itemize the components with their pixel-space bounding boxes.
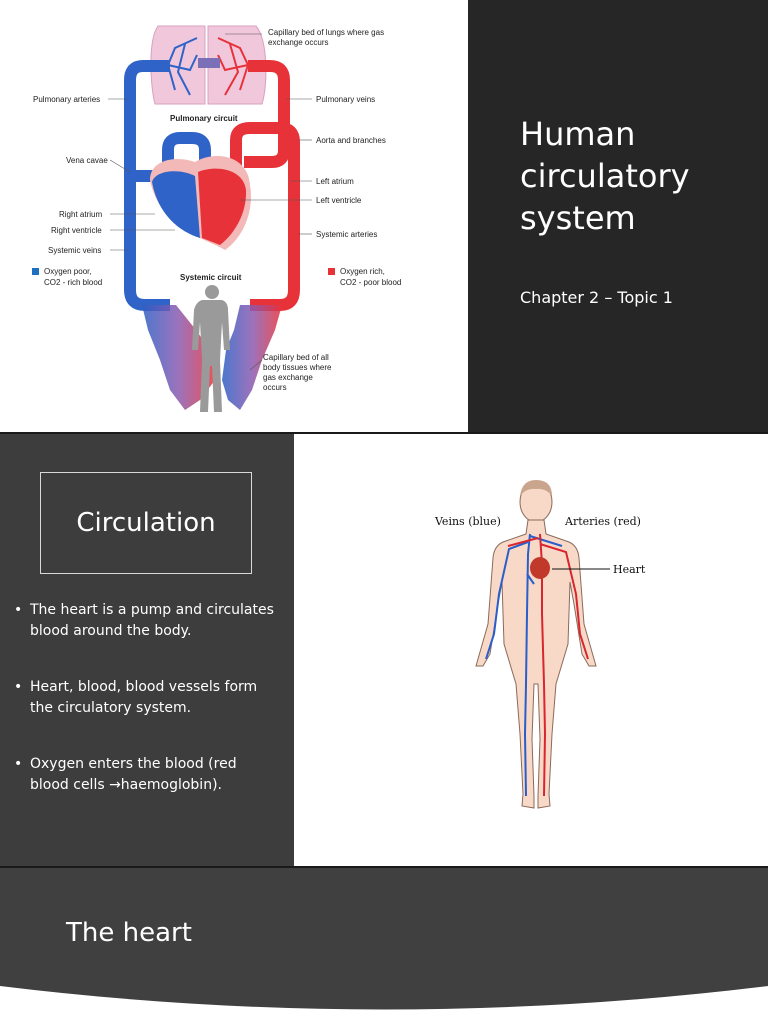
bullet-text: The heart is a pump and circulates blood… bbox=[30, 602, 274, 639]
bullet-item: • The heart is a pump and circulates bloo… bbox=[14, 600, 274, 642]
legend-oxygen-poor-line1: Oxygen poor, bbox=[44, 267, 92, 276]
label-right-ventricle: Right ventricle bbox=[51, 226, 102, 235]
label-pulmonary-circuit: Pulmonary circuit bbox=[170, 114, 238, 123]
label-systemic-arteries: Systemic arteries bbox=[316, 230, 378, 239]
bullet-item: • Oxygen enters the blood (red blood cell… bbox=[14, 754, 274, 796]
the-heart-title: The heart bbox=[66, 918, 192, 948]
slide-circulation: Circulation • The heart is a pump and cir… bbox=[0, 434, 768, 866]
oxygen-poor-swatch bbox=[32, 268, 39, 275]
label-capillary-body: Capillary bed of all body tissues where … bbox=[263, 353, 332, 392]
bullet-text: Heart, blood, blood vessels form the cir… bbox=[30, 679, 258, 716]
bullet-text: Oxygen enters the blood (red blood cells… bbox=[30, 756, 237, 793]
label-arteries: Arteries (red) bbox=[565, 515, 641, 528]
label-capillary-lungs: Capillary bed of lungs where gas exchang… bbox=[268, 28, 385, 47]
heart-icon bbox=[530, 557, 550, 579]
label-aorta: Aorta and branches bbox=[316, 136, 386, 145]
vein-lines bbox=[485, 533, 563, 797]
slide-title: Capillary bed of lungs where gas exchang… bbox=[0, 0, 768, 432]
title-panel: Human circulatory system Chapter 2 – Top… bbox=[468, 0, 768, 432]
oxygen-rich-swatch bbox=[328, 268, 335, 275]
label-right-atrium: Right atrium bbox=[59, 210, 103, 219]
slide-title-text: Human circulatory system bbox=[520, 115, 690, 237]
slide-background-curve bbox=[0, 986, 768, 1024]
circulation-diagram: Capillary bed of lungs where gas exchang… bbox=[0, 0, 468, 432]
body-illustration-panel: Veins (blue) Arteries (red) Heart bbox=[294, 434, 768, 866]
body-illustration bbox=[475, 480, 610, 809]
slide-subtitle-text: Chapter 2 – Topic 1 bbox=[520, 288, 673, 307]
legend-oxygen-rich-line2: CO2 - poor blood bbox=[340, 278, 402, 287]
bullet-item: • Heart, blood, blood vessels form the ci… bbox=[14, 677, 274, 719]
circulation-heading-box: Circulation bbox=[40, 472, 252, 574]
label-vena-cavae: Vena cavae bbox=[66, 156, 108, 165]
circulation-text-panel: Circulation • The heart is a pump and cir… bbox=[0, 434, 294, 866]
bullet-symbol: • bbox=[14, 756, 23, 772]
human-silhouette bbox=[192, 285, 230, 412]
label-left-ventricle: Left ventricle bbox=[316, 196, 362, 205]
circulation-heading: Circulation bbox=[76, 508, 216, 538]
label-heart: Heart bbox=[613, 563, 646, 576]
bullet-symbol: • bbox=[14, 679, 23, 695]
label-systemic-circuit: Systemic circuit bbox=[180, 273, 242, 282]
label-pulmonary-veins: Pulmonary veins bbox=[316, 95, 376, 104]
label-veins: Veins (blue) bbox=[435, 515, 501, 528]
legend-oxygen-poor-line2: CO2 - rich blood bbox=[44, 278, 103, 287]
circulation-diagram-art bbox=[32, 25, 335, 412]
label-pulmonary-arteries: Pulmonary arteries bbox=[33, 95, 101, 104]
label-systemic-veins: Systemic veins bbox=[48, 246, 102, 255]
legend-oxygen-rich-line1: Oxygen rich, bbox=[340, 267, 385, 276]
bullet-symbol: • bbox=[14, 602, 23, 618]
label-left-atrium: Left atrium bbox=[316, 177, 354, 186]
bullet-list: • The heart is a pump and circulates bloo… bbox=[14, 600, 274, 831]
slide-the-heart: The heart bbox=[0, 868, 768, 1024]
